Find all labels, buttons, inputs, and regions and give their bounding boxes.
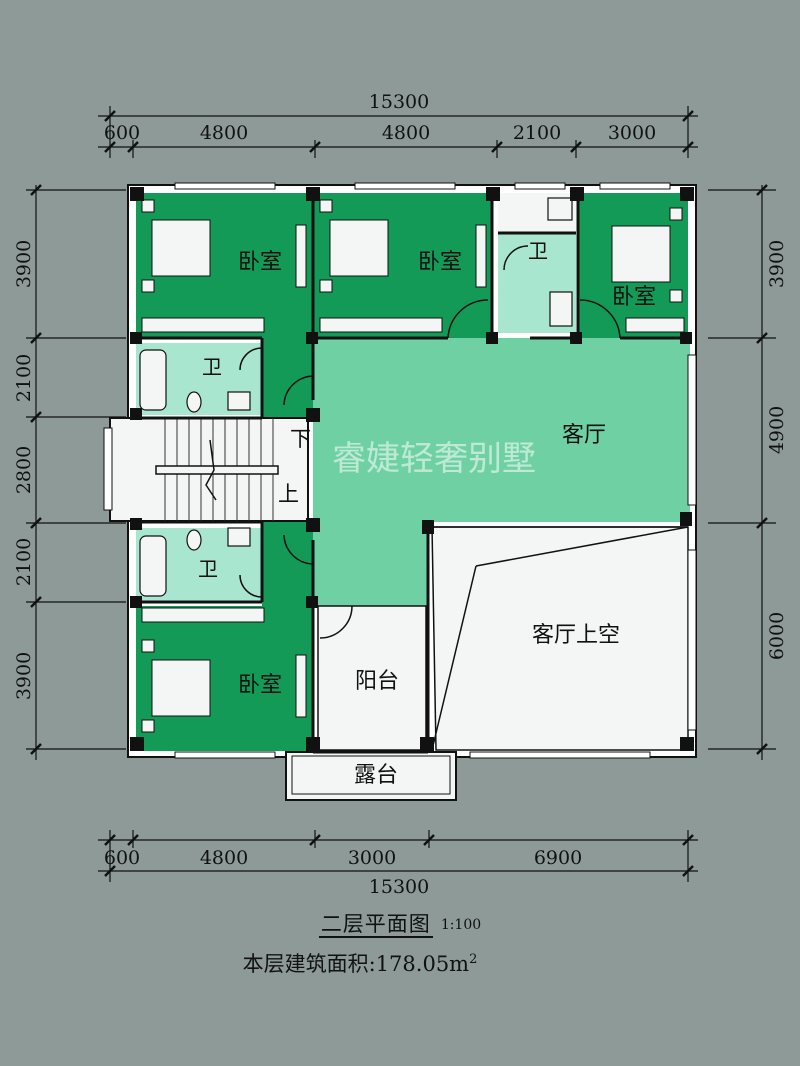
living-room: [313, 338, 690, 606]
right-dimensions: [708, 184, 776, 760]
stair-down-label: 下: [290, 427, 311, 451]
bottom-dim-3: 3000: [348, 847, 396, 869]
stair-treads: [155, 418, 279, 521]
top-dim-4: 2100: [513, 122, 561, 144]
bottom-total-dim: 15300: [369, 876, 429, 898]
beds: [141, 199, 683, 733]
bottom-dim-2: 4800: [200, 847, 248, 869]
floor-area-row: 本层建筑面积:178.05m2: [0, 948, 760, 978]
bedroom-bottom-left-extend: [262, 338, 313, 418]
right-dim-2: 4900: [766, 406, 788, 454]
plan-title-row: 二层平面图 1:100: [0, 908, 800, 938]
bottom-dim-1: 600: [104, 847, 140, 869]
plan-scale: 1:100: [440, 917, 482, 933]
bath-fixtures: [139, 197, 573, 597]
bedroom-label-4: 卧室: [238, 673, 282, 698]
door-swings: [239, 245, 621, 639]
left-dim-4: 2100: [13, 538, 35, 586]
watermark: 睿婕轻奢别墅: [332, 439, 536, 479]
top-total-dim: 15300: [369, 91, 429, 113]
left-dim-2: 2100: [13, 354, 35, 402]
void-label: 客厅上空: [532, 623, 620, 648]
right-dim-3: 6000: [766, 612, 788, 660]
bedroom-label-2: 卧室: [418, 250, 462, 275]
top-dim-5: 3000: [608, 122, 656, 144]
bath-label-2: 卫: [198, 557, 218, 581]
left-dimensions: [26, 184, 126, 760]
stair-up-label: 上: [278, 482, 299, 506]
wardrobes: [141, 224, 685, 718]
bedroom-bottom-left-extend2: [262, 522, 313, 606]
top-dim-3: 4800: [382, 122, 430, 144]
left-dim-1: 3900: [13, 240, 35, 288]
bedroom-label-3: 卧室: [612, 285, 656, 310]
bottom-dim-4: 6900: [534, 847, 582, 869]
bath-label-3: 卫: [528, 239, 548, 263]
void-diagonal: [431, 565, 477, 751]
top-dim-2: 4800: [200, 122, 248, 144]
left-dim-3: 2800: [13, 446, 35, 494]
windows: [103, 182, 697, 759]
top-dim-1: 600: [104, 122, 140, 144]
floor-area-text: 本层建筑面积:178.05m: [242, 952, 470, 976]
living-label: 客厅: [562, 423, 606, 448]
right-dim-1: 3900: [766, 240, 788, 288]
bedroom-label-1: 卧室: [238, 250, 282, 275]
bath-label-1: 卫: [202, 355, 222, 379]
terrace-label: 露台: [354, 763, 398, 788]
building: 下 上: [103, 182, 697, 801]
plan-title: 二层平面图: [318, 912, 433, 938]
balcony-label: 阳台: [355, 669, 399, 694]
columns: [130, 187, 694, 751]
interior-walls: [136, 193, 690, 754]
floor-area-sup: 2: [469, 952, 478, 967]
bottom-dimensions: [98, 830, 698, 882]
top-dimensions: [98, 106, 698, 158]
left-dim-5: 3900: [13, 652, 35, 700]
balcony: [317, 605, 427, 751]
